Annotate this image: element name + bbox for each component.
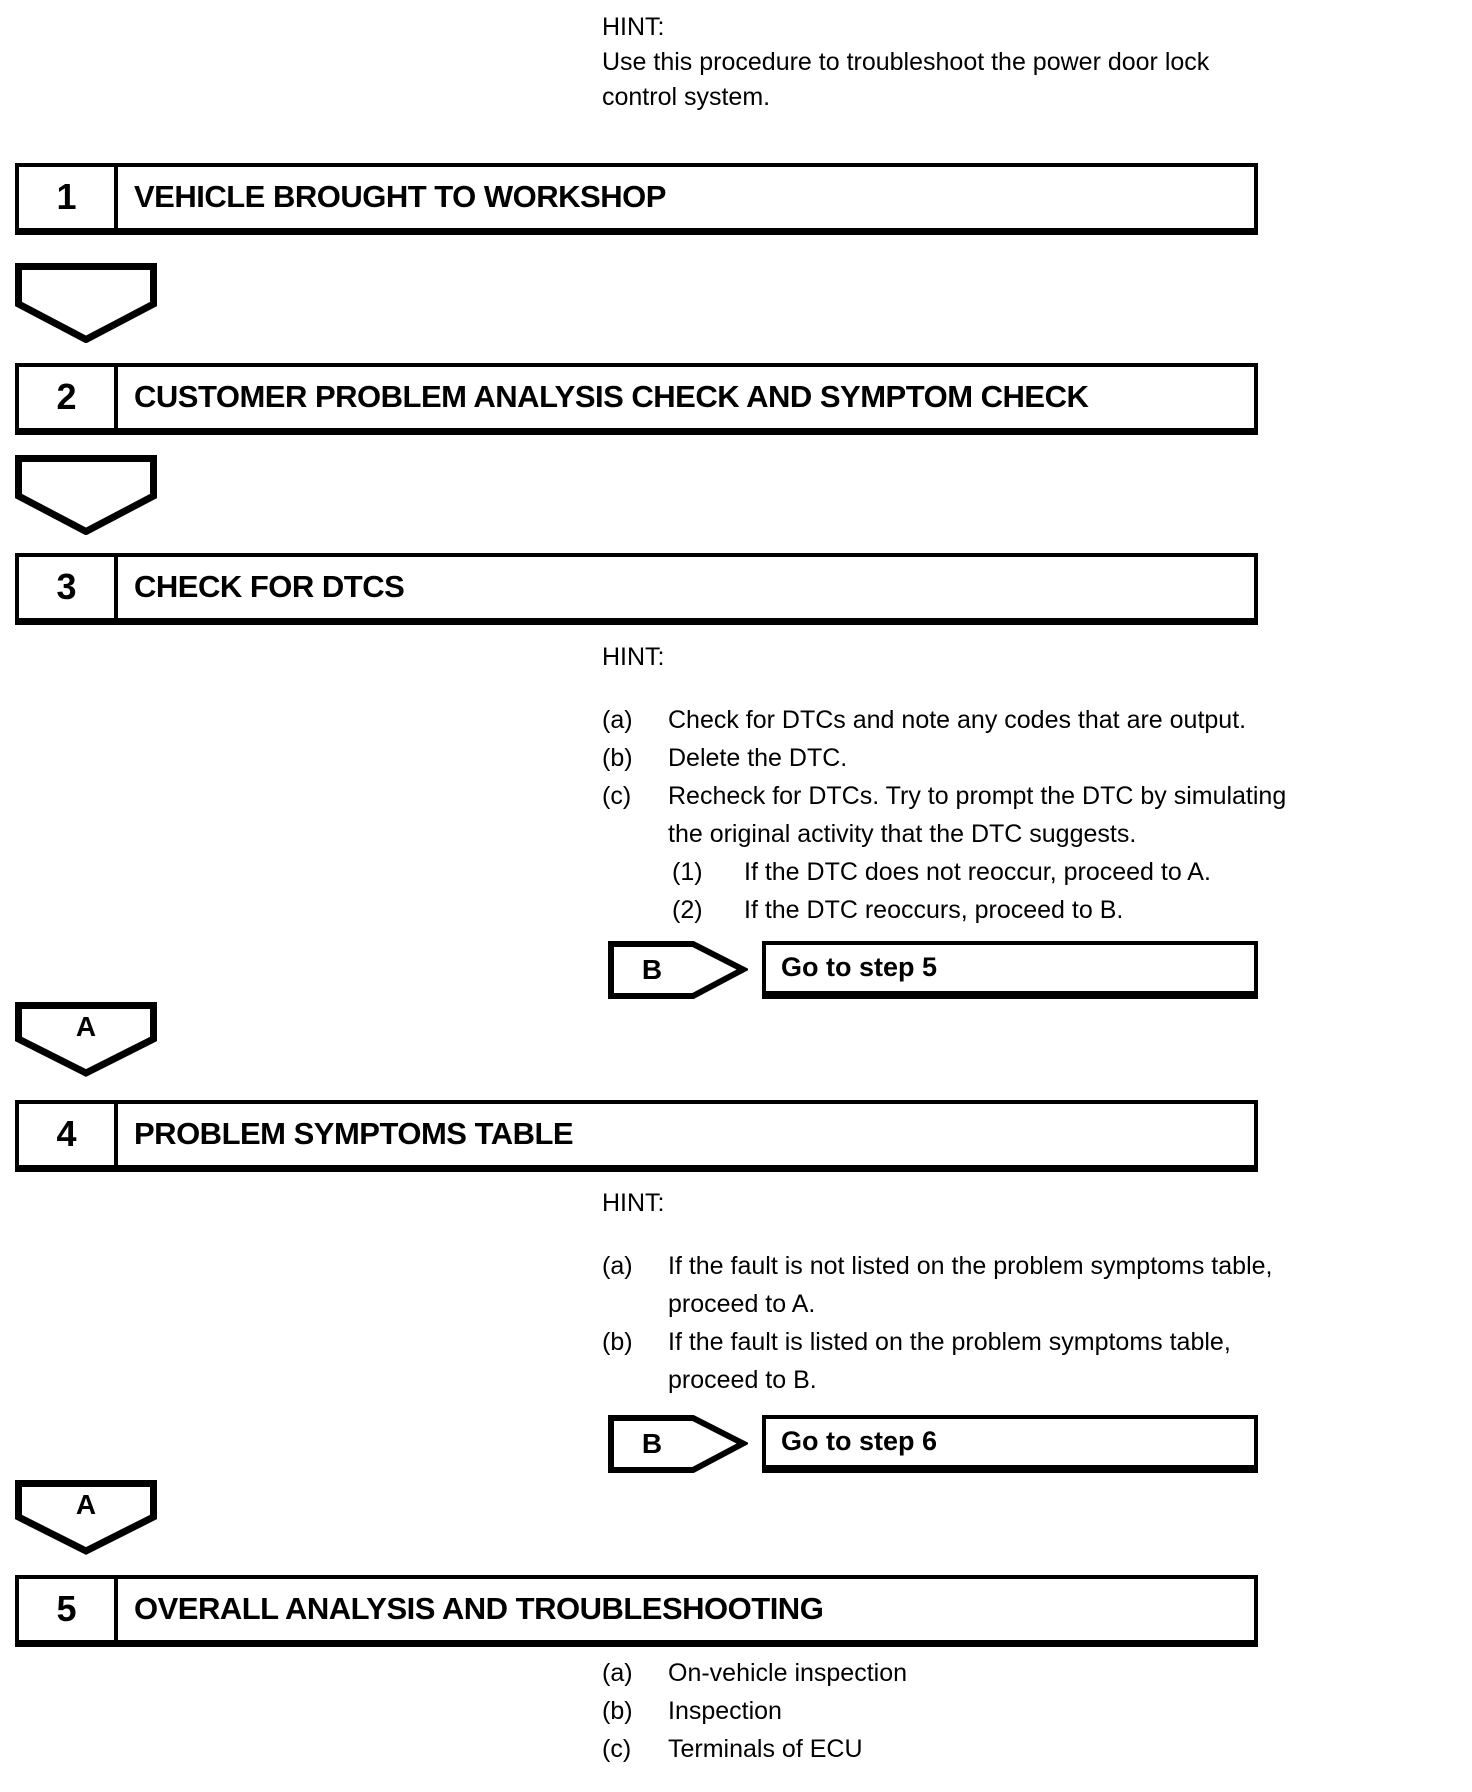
subitem-text: If the DTC does not reoccur, proceed to … (744, 858, 1211, 886)
connector-a-icon: A (15, 1480, 157, 1555)
hint-label: HINT: (602, 1189, 665, 1217)
goto-step-box: Go to step 6 (762, 1415, 1258, 1473)
item-label: (a) (602, 1659, 633, 1687)
step-title: CUSTOMER PROBLEM ANALYSIS CHECK AND SYMP… (134, 379, 1089, 414)
procedure-item: (a) Check for DTCs and note any codes tha… (602, 703, 1246, 737)
step-box-3: 3 CHECK FOR DTCS (15, 553, 1258, 625)
flow-down-arrow-icon (15, 455, 157, 535)
step-number: 2 (19, 367, 118, 428)
procedure-subitem: (1) If the DTC does not reoccur, proceed … (672, 855, 1211, 889)
step-box-2: 2 CUSTOMER PROBLEM ANALYSIS CHECK AND SY… (15, 363, 1258, 435)
item-text: If the fault is not listed on the proble… (668, 1252, 1273, 1280)
branch-letter: B (641, 1428, 663, 1459)
flow-down-arrow-icon (15, 263, 157, 343)
procedure-item-continuation: proceed to B. (668, 1366, 817, 1394)
branch-b-arrow-icon: B (608, 941, 748, 999)
connector-letter: A (75, 1011, 97, 1042)
procedure-item: (c) Terminals of ECU (602, 1732, 863, 1766)
intro-hint-line1: Use this procedure to troubleshoot the p… (602, 48, 1210, 76)
hint-label: HINT: (602, 643, 665, 671)
item-text: Inspection (668, 1697, 782, 1725)
procedure-item: (a) If the fault is not listed on the pro… (602, 1249, 1272, 1283)
item-text: Delete the DTC. (668, 744, 848, 772)
item-label: (b) (602, 1697, 633, 1725)
step-title: PROBLEM SYMPTOMS TABLE (134, 1116, 574, 1151)
procedure-item-continuation: proceed to A. (668, 1290, 816, 1318)
procedure-item: (b) Inspection (602, 1694, 782, 1728)
intro-hint-line2: control system. (602, 83, 771, 111)
step-box-1: 1 VEHICLE BROUGHT TO WORKSHOP (15, 163, 1258, 235)
procedure-subitem: (2) If the DTC reoccurs, proceed to B. (672, 893, 1123, 927)
procedure-item: (b) Delete the DTC. (602, 741, 847, 775)
connector-letter: A (75, 1489, 97, 1520)
step-number: 4 (19, 1104, 118, 1165)
procedure-item-continuation: the original activity that the DTC sugge… (668, 820, 1137, 848)
item-label: (c) (602, 1735, 632, 1763)
goto-step-box: Go to step 5 (762, 941, 1258, 999)
connector-a-icon: A (15, 1002, 157, 1077)
procedure-item: (c) Recheck for DTCs. Try to prompt the D… (602, 779, 1286, 813)
item-label: (a) (602, 1252, 633, 1280)
item-text: Recheck for DTCs. Try to prompt the DTC … (668, 782, 1287, 810)
item-label: (c) (602, 782, 632, 810)
step-box-4: 4 PROBLEM SYMPTOMS TABLE (15, 1100, 1258, 1172)
item-text: On-vehicle inspection (668, 1659, 908, 1687)
branch-letter: B (641, 954, 663, 985)
step-title: VEHICLE BROUGHT TO WORKSHOP (134, 179, 666, 214)
step-number: 1 (19, 167, 118, 228)
item-text: Terminals of ECU (668, 1735, 863, 1763)
subitem-label: (1) (672, 858, 703, 886)
branch-b-arrow-icon: B (608, 1415, 748, 1473)
item-label: (a) (602, 706, 633, 734)
subitem-text: If the DTC reoccurs, proceed to B. (744, 896, 1124, 924)
item-text: Check for DTCs and note any codes that a… (668, 706, 1247, 734)
step-box-5: 5 OVERALL ANALYSIS AND TROUBLESHOOTING (15, 1575, 1258, 1647)
procedure-item: (a) On-vehicle inspection (602, 1656, 907, 1690)
subitem-label: (2) (672, 896, 703, 924)
item-label: (b) (602, 1328, 633, 1356)
step-title: CHECK FOR DTCS (134, 569, 405, 604)
step-title: OVERALL ANALYSIS AND TROUBLESHOOTING (134, 1591, 824, 1626)
intro-hint-label: HINT: (602, 13, 665, 41)
item-label: (b) (602, 744, 633, 772)
step-number: 3 (19, 557, 118, 618)
procedure-item: (b) If the fault is listed on the problem… (602, 1325, 1231, 1359)
step-number: 5 (19, 1579, 118, 1640)
item-text: If the fault is listed on the problem sy… (668, 1328, 1231, 1356)
